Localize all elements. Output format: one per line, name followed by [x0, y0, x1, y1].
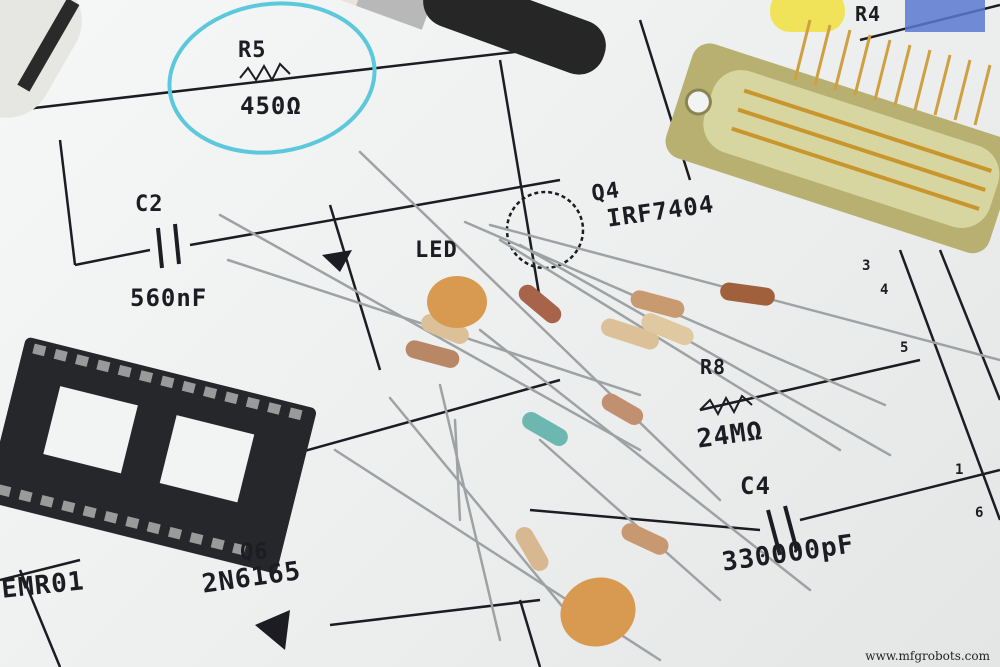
pin-number: 1 — [955, 462, 965, 478]
pin-number: 5 — [900, 340, 910, 356]
pin-number: 4 — [880, 282, 890, 298]
r5-name-label: R5 — [238, 38, 267, 63]
pin-number: 3 — [862, 258, 872, 274]
q6-name-label: Q6 — [240, 540, 269, 565]
top-right-label: R4 — [855, 2, 882, 26]
c4-name-label: C4 — [740, 472, 771, 500]
watermark: www.mfgrobots.com — [865, 649, 990, 663]
led-label: LED — [415, 238, 458, 263]
c2-name-label: C2 — [135, 192, 164, 217]
r8-name-label: R8 — [700, 355, 727, 379]
pin-number: 6 — [975, 505, 985, 521]
c2-value-label: 560nF — [130, 284, 208, 312]
r5-value-label: 450Ω — [240, 92, 302, 120]
